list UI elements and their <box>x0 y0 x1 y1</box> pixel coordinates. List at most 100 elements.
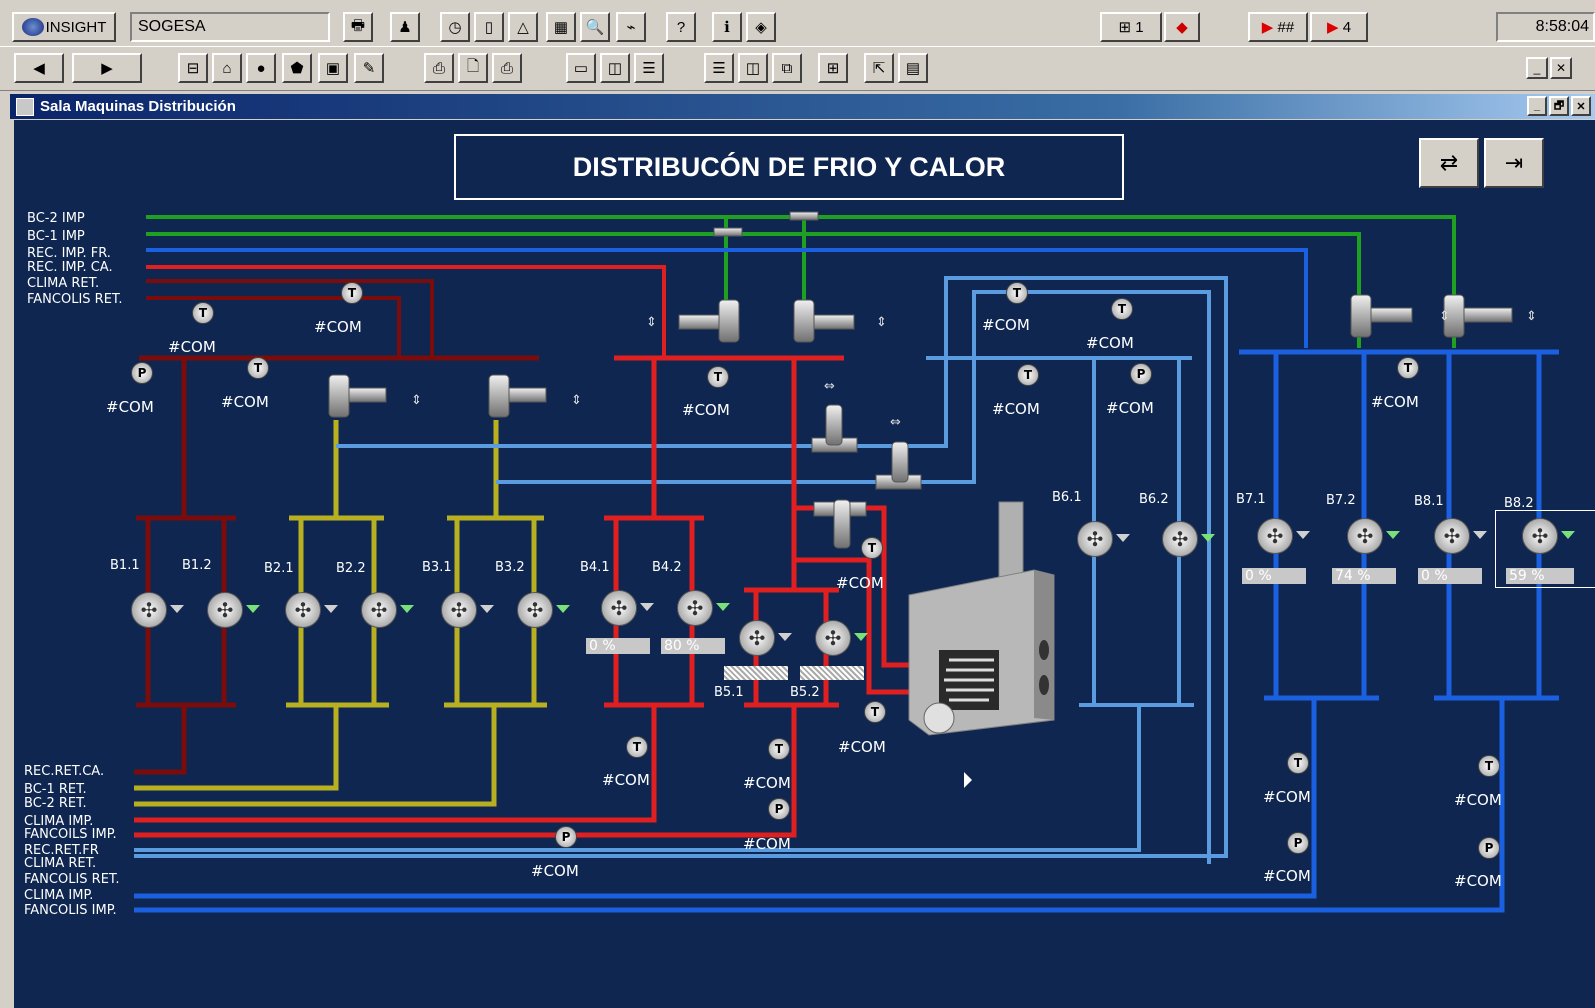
search-icon[interactable]: 🔍 <box>580 12 610 42</box>
app-minimize-icon[interactable]: _ <box>1526 57 1548 79</box>
temperature-sensor-icon[interactable]: T <box>707 366 729 388</box>
info-icon[interactable]: ℹ <box>712 12 742 42</box>
window-titlebar[interactable]: Sala Maquinas Distribución _ 🗗 ✕ <box>10 94 1595 119</box>
pump-B5-2-fan-icon[interactable]: ✣ <box>815 620 851 656</box>
temperature-sensor-icon[interactable]: T <box>864 701 886 723</box>
temperature-sensor-icon[interactable]: T <box>861 537 883 559</box>
pump-B6-2-fan-icon[interactable]: ✣ <box>1162 521 1198 557</box>
book-icon[interactable]: ▯ <box>474 12 504 42</box>
selected-pump-frame <box>1495 510 1595 588</box>
pump-B6-1-fan-icon[interactable]: ✣ <box>1077 521 1113 557</box>
pump-B1-2-fan-icon[interactable]: ✣ <box>207 592 243 628</box>
svg-text:⇔: ⇔ <box>824 379 835 394</box>
com-status: #COM <box>106 398 154 416</box>
com-status: #COM <box>1263 867 1311 885</box>
pressure-sensor-icon[interactable]: P <box>1130 363 1152 385</box>
pressure-sensor-icon[interactable]: P <box>768 798 790 820</box>
arrange-icon[interactable]: ⊞ <box>818 53 848 83</box>
window-minimize-button[interactable]: _ <box>1527 96 1547 116</box>
temperature-sensor-icon[interactable]: T <box>1397 357 1419 379</box>
pump-B7-1-fan-icon[interactable]: ✣ <box>1257 518 1293 554</box>
event-count: 4 <box>1342 18 1352 36</box>
pump-B1-1-fan-icon[interactable]: ✣ <box>131 592 167 628</box>
clock-display: 8:58:04 <box>1496 12 1595 42</box>
alarm-count: ## <box>1277 18 1295 36</box>
pump-label-b5-2: B5.2 <box>790 685 820 700</box>
notes-icon[interactable]: ◈ <box>746 12 776 42</box>
calculator-icon[interactable]: ▦ <box>546 12 576 42</box>
pump-B4-1-fan-icon[interactable]: ✣ <box>601 590 637 626</box>
temperature-sensor-icon[interactable]: T <box>1478 755 1500 777</box>
select-icon[interactable]: ▣ <box>318 53 348 83</box>
window-icon[interactable]: ▭ <box>566 53 596 83</box>
cascade-icon[interactable]: ⧉ <box>772 53 802 83</box>
rec-imp-ca-line <box>146 265 666 360</box>
pump-status-arrow-icon <box>324 605 338 613</box>
export-icon[interactable]: ⇱ <box>864 53 894 83</box>
help-icon[interactable]: ? <box>666 12 696 42</box>
tile-vertical-icon[interactable]: ◫ <box>738 53 768 83</box>
pump-status-arrow-icon <box>400 605 414 613</box>
window-close-button[interactable]: ✕ <box>1571 96 1591 116</box>
graphic-up-icon[interactable]: ⊟ <box>178 53 208 83</box>
pump-B4-2-fan-icon[interactable]: ✣ <box>677 590 713 626</box>
pressure-sensor-icon[interactable]: P <box>1287 832 1309 854</box>
event-counter[interactable]: ▶ 4 <box>1310 12 1368 42</box>
pump-B2-2-fan-icon[interactable]: ✣ <box>361 592 397 628</box>
pump-B7-2-fan-icon[interactable]: ✣ <box>1347 518 1383 554</box>
forward-icon[interactable]: ▶ <box>72 53 142 83</box>
label-clima-imp-2: CLIMA IMP. <box>24 888 94 903</box>
temperature-sensor-icon[interactable]: T <box>1287 752 1309 774</box>
pressure-sensor-icon[interactable]: P <box>555 826 577 848</box>
warning-icon[interactable]: ◆ <box>1164 12 1200 42</box>
pressure-sensor-icon[interactable]: P <box>1478 837 1500 859</box>
pump-B5-1-fan-icon[interactable]: ✣ <box>739 620 775 656</box>
app-close-icon[interactable]: ✕ <box>1550 57 1572 79</box>
temperature-sensor-icon[interactable]: T <box>247 357 269 379</box>
window-list-icon[interactable]: ▤ <box>898 53 928 83</box>
columns-icon[interactable]: ◫ <box>600 53 630 83</box>
temperature-sensor-icon[interactable]: T <box>1006 282 1028 304</box>
tile-horizontal-icon[interactable]: ☰ <box>704 53 734 83</box>
temperature-sensor-icon[interactable]: T <box>626 736 648 758</box>
pump-B8-1-fan-icon[interactable]: ✣ <box>1434 518 1470 554</box>
pressure-sensor-icon[interactable]: P <box>131 362 153 384</box>
window-restore-button[interactable]: 🗗 <box>1549 96 1569 116</box>
temperature-sensor-icon[interactable]: T <box>1111 298 1133 320</box>
pump-label-b5-1: B5.1 <box>714 685 744 700</box>
operator-icon[interactable]: ♟ <box>390 12 420 42</box>
label-bc2-imp: BC-2 IMP <box>27 211 85 226</box>
clock-icon[interactable]: ◷ <box>440 12 470 42</box>
edit-icon[interactable]: ✎ <box>354 53 384 83</box>
graphic-home-icon[interactable]: ⌂ <box>212 53 242 83</box>
alarm-counter[interactable]: ▶ ## <box>1248 12 1308 42</box>
printer-2-icon[interactable]: ⎙ <box>492 53 522 83</box>
pentagon-icon[interactable]: ⬟ <box>282 53 312 83</box>
pump-B2-1-fan-icon[interactable]: ✣ <box>285 592 321 628</box>
temperature-sensor-icon[interactable]: T <box>768 738 790 760</box>
pump-B3-1-fan-icon[interactable]: ✣ <box>441 592 477 628</box>
printer-icon[interactable]: ⎙ <box>424 53 454 83</box>
print-icon[interactable]: 🖶 <box>343 12 373 42</box>
site-field[interactable]: SOGESA <box>130 12 330 42</box>
points-counter[interactable]: ⊞ 1 <box>1100 12 1162 42</box>
exit-icon[interactable]: ⇥ <box>1484 138 1544 188</box>
insight-button[interactable]: INSIGHT <box>12 12 116 42</box>
temperature-sensor-icon[interactable]: T <box>192 302 214 324</box>
label-fancolis-imp: FANCOLIS IMP. <box>24 903 117 918</box>
properties-icon[interactable]: ☰ <box>634 53 664 83</box>
boiler <box>908 501 1055 736</box>
temperature-sensor-icon[interactable]: T <box>341 282 363 304</box>
back-icon[interactable]: ◀ <box>14 53 64 83</box>
preview-icon[interactable]: 🗋 <box>458 53 488 83</box>
swap-view-icon[interactable]: ⇄ <box>1419 138 1479 188</box>
pump-label-b8-1: B8.1 <box>1414 494 1444 509</box>
temperature-sensor-icon[interactable]: T <box>1017 364 1039 386</box>
label-bc1-imp: BC-1 IMP <box>27 229 85 244</box>
pump-B8-2-fan-icon[interactable]: ✣ <box>1522 518 1558 554</box>
trend-icon[interactable]: ⌁ <box>616 12 646 42</box>
alarm-bell-icon[interactable]: △ <box>508 12 538 42</box>
pump-B3-2-fan-icon[interactable]: ✣ <box>517 592 553 628</box>
circle-icon[interactable]: ● <box>246 53 276 83</box>
window-icon-small <box>16 97 34 116</box>
